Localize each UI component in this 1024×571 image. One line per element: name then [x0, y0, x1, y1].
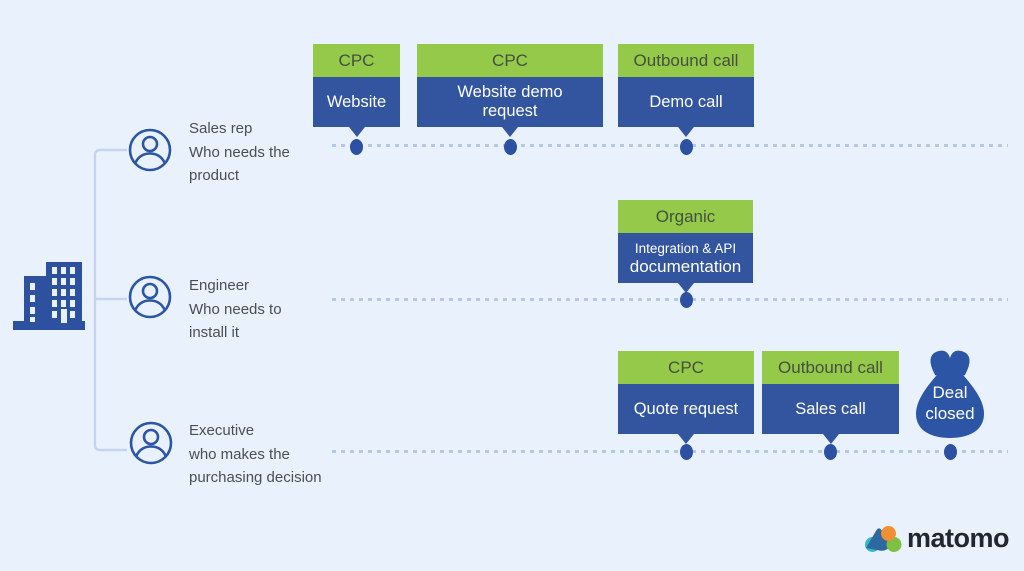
person-icon	[128, 128, 172, 172]
touchpoint-label-line: Integration & API	[634, 240, 737, 256]
persona-line: Engineer	[189, 277, 250, 294]
company-building-icon	[13, 262, 85, 330]
channel-tag: CPC	[618, 351, 754, 384]
touchpoint-card-quote-request: CPC Quote request	[618, 351, 754, 434]
touchpoint-card-website-demo-request: CPC Website demo request	[417, 44, 603, 127]
deal-closed-label: Deal closed	[910, 382, 990, 424]
bracket-connector	[93, 148, 127, 452]
persona-line: Who needs the	[189, 143, 290, 161]
timeline-dot	[680, 292, 693, 308]
timeline-executive	[332, 450, 1008, 453]
touchpoint-card-api-documentation: Organic Integration & API documentation	[618, 200, 753, 283]
persona-line: install it	[189, 324, 240, 341]
persona-label-sales-rep: Sales rep Who needs the product	[189, 117, 290, 188]
touchpoint-label: Website	[313, 77, 400, 127]
touchpoint-label: Quote request	[618, 384, 754, 434]
touchpoint-label: Website demo request	[417, 77, 603, 127]
persona-line: Who needs to	[189, 300, 282, 318]
touchpoint-card-website: CPC Website	[313, 44, 400, 127]
persona-line: product	[189, 167, 240, 184]
persona-label-executive: Executive who makes the purchasing decis…	[189, 419, 322, 490]
persona-line: purchasing decision	[189, 469, 322, 486]
deal-closed-line: closed	[925, 404, 975, 423]
person-icon	[129, 421, 173, 465]
money-bag-icon	[916, 350, 984, 438]
persona-line: Sales rep	[189, 120, 253, 137]
timeline-dot	[944, 444, 957, 460]
channel-tag: Outbound call	[762, 351, 899, 384]
person-icon	[128, 275, 172, 319]
timeline-dot	[504, 139, 517, 155]
deal-closed-line: Deal	[932, 383, 968, 402]
timeline-dot	[824, 444, 837, 460]
channel-tag: CPC	[313, 44, 400, 77]
timeline-dot	[680, 444, 693, 460]
matomo-logo-text: matomo	[907, 523, 1010, 553]
touchpoint-card-sales-call: Outbound call Sales call	[762, 351, 899, 434]
touchpoint-label: Integration & API documentation	[618, 233, 753, 283]
timeline-dot	[350, 139, 363, 155]
persona-label-engineer: Engineer Who needs to install it	[189, 274, 282, 345]
persona-line: Executive	[189, 422, 255, 439]
channel-tag: Organic	[618, 200, 753, 233]
matomo-logo-icon	[865, 526, 902, 552]
touchpoint-label-line: documentation	[629, 256, 742, 276]
timeline-engineer	[332, 298, 1008, 301]
touchpoint-label: Sales call	[762, 384, 899, 434]
touchpoint-label: Demo call	[618, 77, 754, 127]
matomo-logo: matomo	[864, 523, 1010, 554]
timeline-sales-rep	[332, 144, 1008, 147]
touchpoint-card-demo-call: Outbound call Demo call	[618, 44, 754, 127]
channel-tag: CPC	[417, 44, 603, 77]
channel-tag: Outbound call	[618, 44, 754, 77]
persona-line: who makes the	[189, 445, 290, 463]
timeline-dot	[680, 139, 693, 155]
